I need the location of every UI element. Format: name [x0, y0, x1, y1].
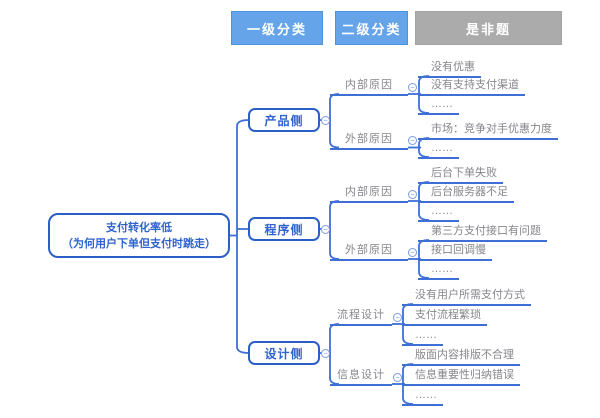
- level1-topic[interactable]: 设计侧: [248, 341, 320, 365]
- leaf-topic[interactable]: ……: [418, 262, 459, 280]
- leaf-topic[interactable]: 版面内容排版不合理: [402, 348, 520, 366]
- collapse-icon[interactable]: [407, 247, 417, 257]
- leaf-topic[interactable]: ……: [418, 97, 459, 115]
- collapse-icon[interactable]: [320, 115, 330, 125]
- level2-topic[interactable]: 信息设计: [330, 368, 392, 386]
- level2-topic[interactable]: 内部原因: [330, 185, 408, 203]
- leaf-topic[interactable]: 接口回调慢: [418, 243, 492, 261]
- leaf-topic[interactable]: 没有优惠: [418, 60, 481, 78]
- level2-topic[interactable]: 内部原因: [330, 78, 408, 96]
- leaf-topic[interactable]: ……: [402, 388, 443, 406]
- leaf-topic[interactable]: 支付流程繁琐: [402, 308, 487, 326]
- legend-box-2[interactable]: 二级分类: [335, 11, 408, 45]
- leaf-topic[interactable]: 市场：竞争对手优惠力度: [418, 122, 558, 140]
- leaf-topic[interactable]: ……: [418, 141, 459, 159]
- level2-topic[interactable]: 外部原因: [330, 243, 408, 261]
- collapse-icon[interactable]: [407, 136, 417, 145]
- leaf-topic[interactable]: 第三方支付接口有问题: [418, 224, 547, 242]
- leaf-topic[interactable]: 信息重要性归纳错误: [402, 368, 520, 386]
- legend-box-3[interactable]: 是非题: [415, 11, 562, 45]
- root-title-line1: 支付转化率低: [106, 221, 172, 234]
- collapse-icon[interactable]: [407, 82, 417, 92]
- leaf-topic[interactable]: 后台服务器不足: [418, 185, 514, 203]
- collapse-icon[interactable]: [320, 224, 330, 234]
- root-topic[interactable]: 支付转化率低 （为何用户下单但支付时跳走）: [48, 213, 230, 258]
- leaf-topic[interactable]: ……: [402, 328, 443, 346]
- legend-box-1[interactable]: 一级分类: [231, 11, 323, 45]
- collapse-icon[interactable]: [392, 372, 402, 382]
- root-title-line2: （为何用户下单但支付时跳走）: [62, 237, 216, 250]
- level2-topic[interactable]: 外部原因: [330, 132, 408, 150]
- level2-topic[interactable]: 流程设计: [330, 308, 392, 326]
- level1-topic[interactable]: 产品侧: [248, 108, 320, 132]
- collapse-icon[interactable]: [320, 348, 330, 358]
- leaf-topic[interactable]: 后台下单失败: [418, 166, 503, 184]
- level1-topic[interactable]: 程序侧: [248, 217, 320, 241]
- leaf-topic[interactable]: ……: [418, 204, 459, 222]
- collapse-icon[interactable]: [407, 189, 417, 199]
- collapse-icon[interactable]: [392, 312, 402, 322]
- leaf-topic[interactable]: 没有支持支付渠道: [418, 78, 525, 96]
- leaf-topic[interactable]: 没有用户所需支付方式: [402, 288, 531, 306]
